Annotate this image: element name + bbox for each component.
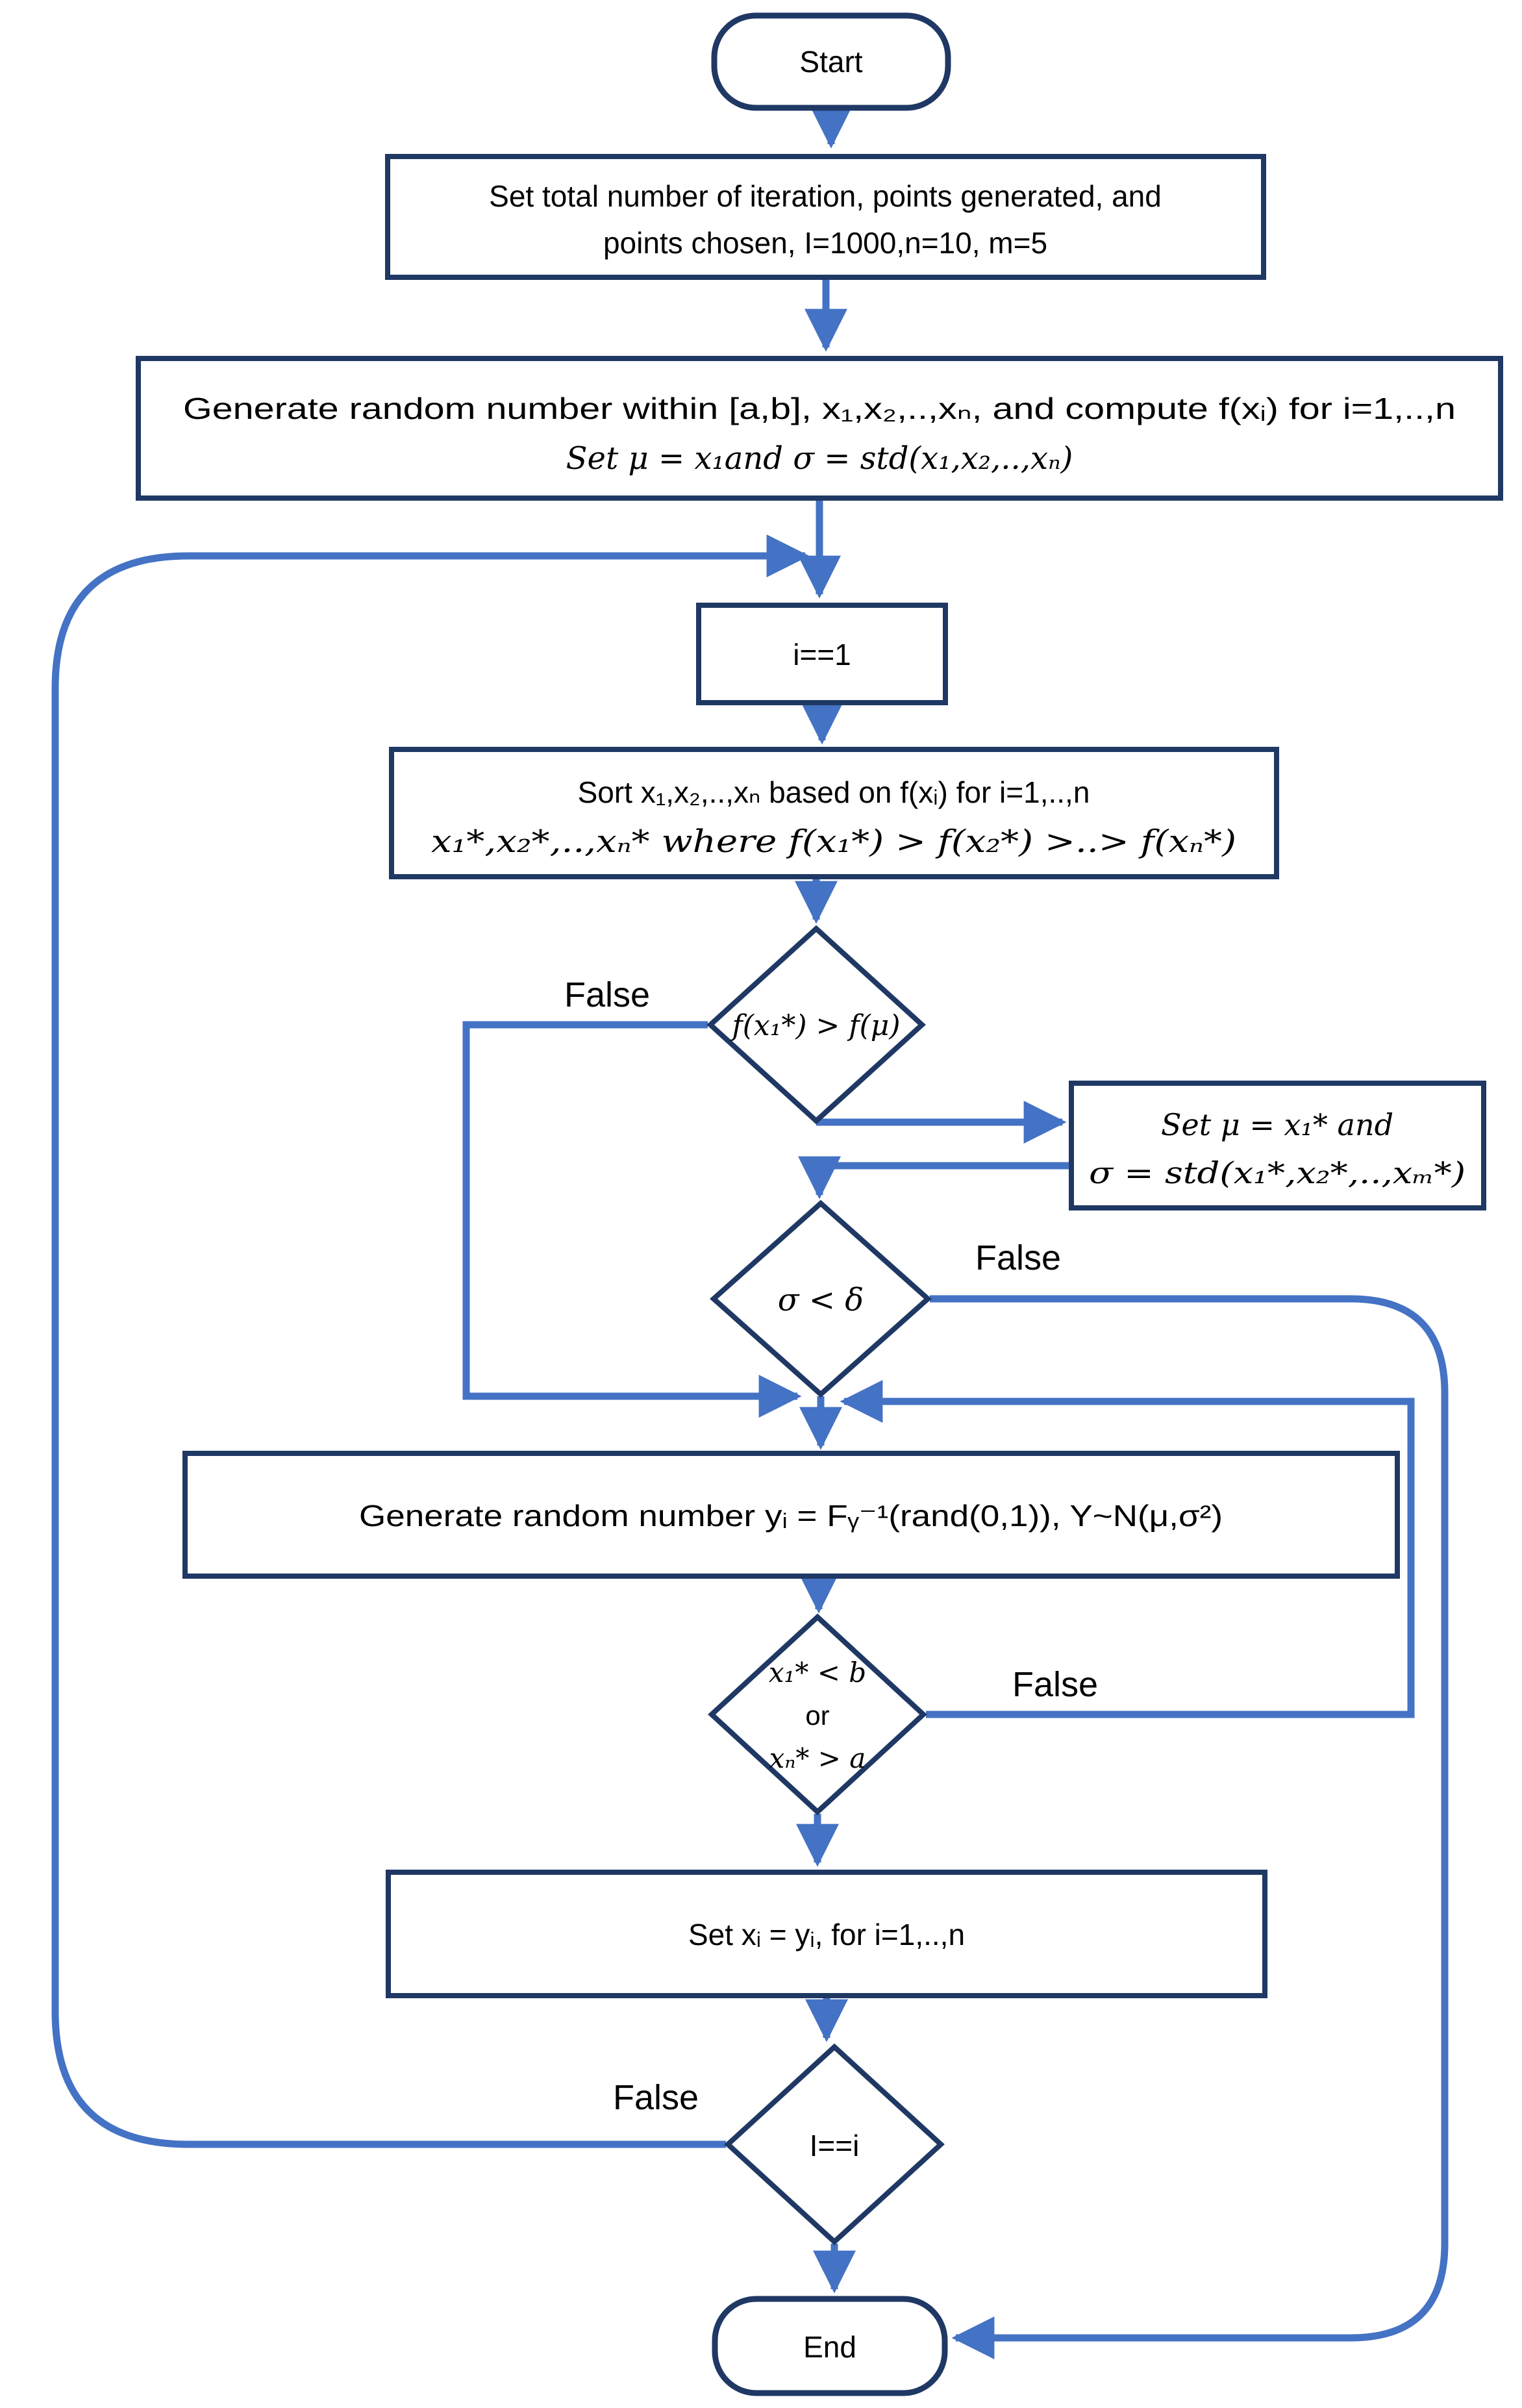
decision-sigma-label: σ < δ [778,1282,864,1318]
decision-iterations-node: I==i [724,2043,945,2246]
end-label: End [803,2330,856,2364]
init-node: Set total number of iteration, points ge… [385,154,1266,280]
decision-bounds-node: x₁* < b or xₙ* > a [708,1613,927,1816]
connector-update-to-decision-sigma [798,1156,1071,1199]
start-node: Start [711,12,951,111]
decision-bounds-line2: or [805,1700,829,1731]
decision-improvement-node: f(x₁*) > f(μ) [706,925,926,1125]
update-mu-sigma-line1: Set μ = x₁* and [1161,1107,1393,1142]
decision-improvement-label: f(x₁*) > f(μ) [730,1009,900,1042]
sort-line2: x₁*,x₂*,..,xₙ* where f(x₁*) > f(x₂*) >..… [431,823,1236,860]
end-node: End [712,2296,948,2396]
generate-initial-line1: Generate random number within [a,b], x₁,… [183,392,1456,425]
decision-iterations-label: I==i [810,2129,860,2163]
sort-node: Sort x₁,x₂,..,xₙ based on f(xᵢ) for i=1,… [389,747,1279,879]
update-mu-sigma-node: Set μ = x₁* and σ = std(x₁*,x₂*,..,xₘ*) [1069,1081,1486,1210]
set-x-label: Set xᵢ = yᵢ, for i=1,..,n [688,1918,965,1951]
generate-initial-node: Generate random number within [a,b], x₁,… [136,356,1503,501]
connector-sigma-false [930,1295,1449,2359]
start-label: Start [799,45,862,79]
sort-line1: Sort x₁,x₂,..,xₙ based on f(xᵢ) for i=1,… [578,775,1090,809]
init-line1: Set total number of iteration, points ge… [489,179,1162,213]
connector-iterations-false-loop [51,534,810,2148]
decision-sigma-node: σ < δ [709,1199,932,1398]
connector-improvement-false [462,1021,802,1418]
iteration-counter-label: i==1 [793,638,851,671]
update-mu-sigma-line2: σ = std(x₁*,x₂*,..,xₘ*) [1089,1155,1466,1190]
iteration-counter-node: i==1 [696,603,948,705]
improvement-false-label: False [564,975,650,1014]
generate-initial-line2: Set μ = x₁and σ = std(x₁,x₂,..,xₙ) [566,440,1073,477]
decision-bounds-line1: x₁* < b [769,1657,866,1688]
decision-bounds-line3: xₙ* > a [769,1742,866,1774]
sigma-false-label: False [975,1238,1061,1277]
generate-y-label: Generate random number yᵢ = Fᵧ⁻¹(rand(0,… [359,1499,1223,1533]
set-x-node: Set xᵢ = yᵢ, for i=1,..,n [386,1870,1267,1998]
bounds-false-label: False [1012,1665,1098,1704]
generate-y-node: Generate random number yᵢ = Fᵧ⁻¹(rand(0,… [182,1451,1400,1579]
init-line2: points chosen, I=1000,n=10, m=5 [603,226,1047,260]
connector-bounds-false [840,1380,1415,1718]
iterations-false-label: False [613,2078,699,2117]
